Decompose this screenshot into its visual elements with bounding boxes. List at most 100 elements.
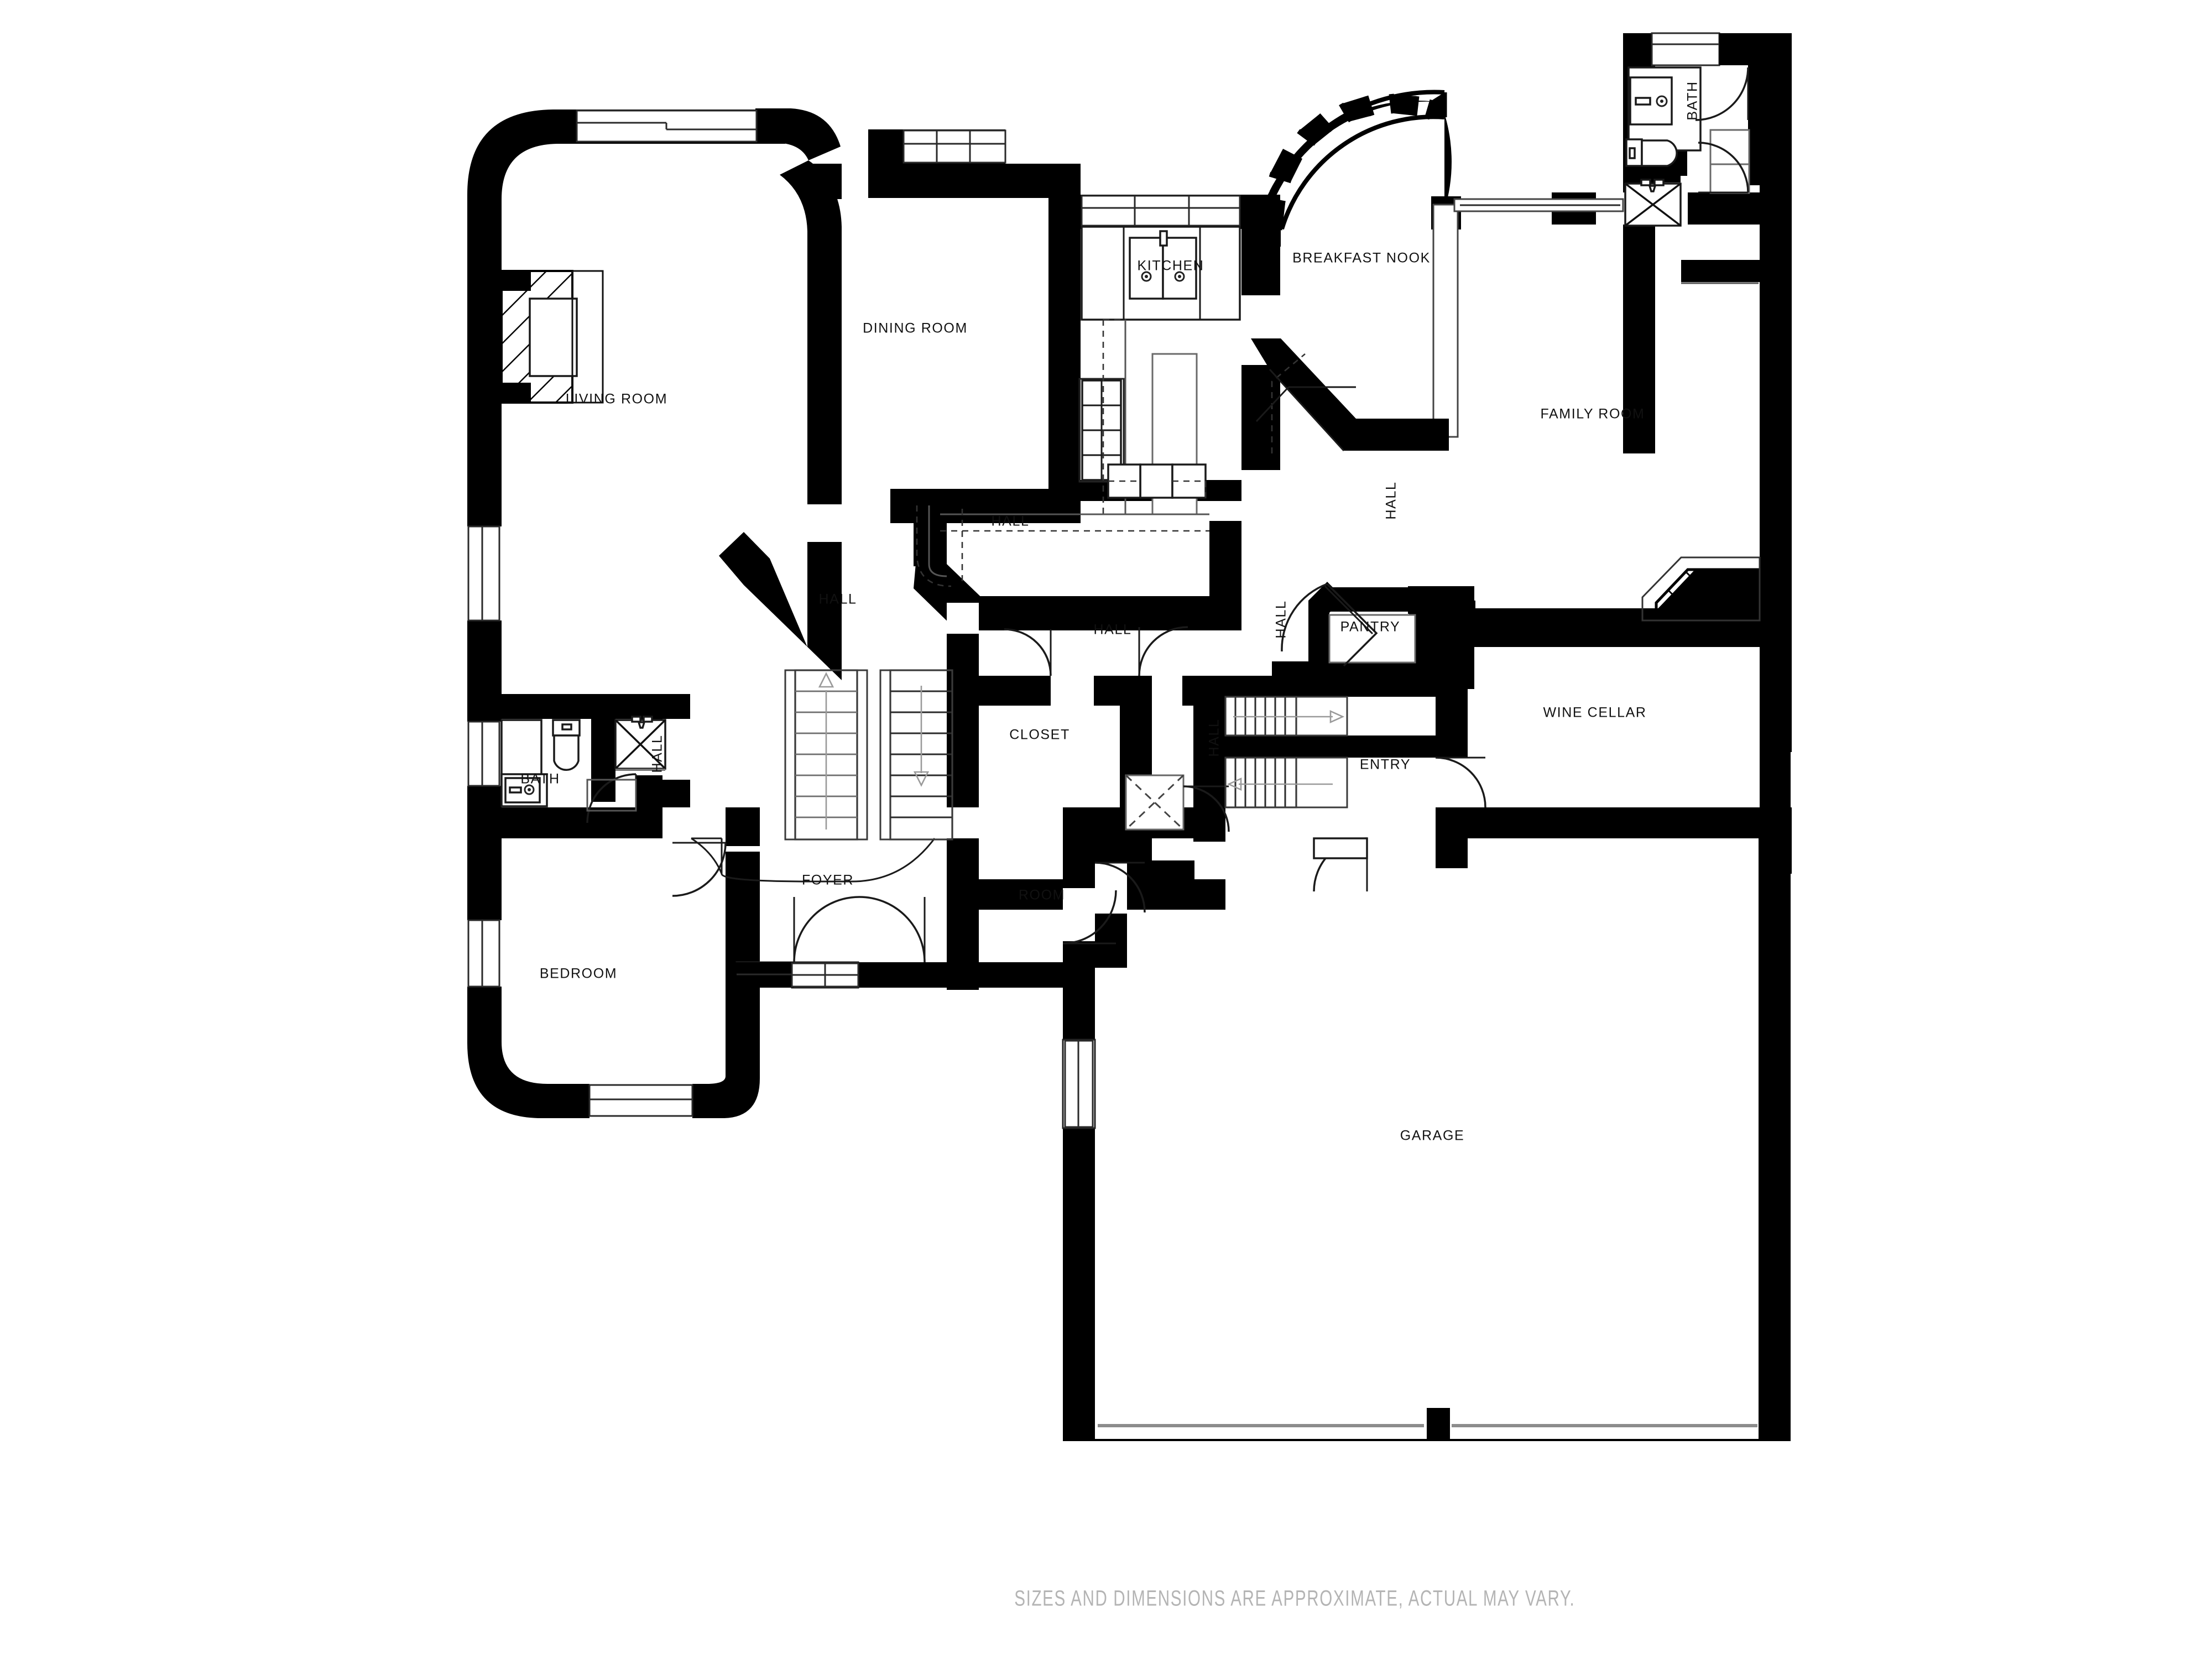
kitchen-cabinet-dining-side	[1078, 378, 1125, 483]
opening-spine-entry	[1225, 807, 1436, 838]
window-dining-bay	[902, 129, 971, 164]
bath-upper-vanity	[1627, 66, 1702, 152]
wall-pantry-west	[1308, 601, 1329, 667]
wall-nook-south-stub	[1416, 419, 1449, 451]
label-hall-kitchen: HALL	[992, 514, 1030, 529]
label-pantry: PANTRY	[1340, 619, 1401, 635]
entry-stair-down	[1224, 757, 1348, 808]
wall-dining-north-right	[1016, 164, 1054, 198]
wine-cellar-door	[1435, 757, 1486, 808]
wall-spine-bath-left	[467, 807, 658, 838]
opening-nook-family	[1432, 204, 1459, 438]
opening-hall-east	[1209, 501, 1241, 521]
label-hall-closet: HALL	[1094, 622, 1132, 638]
window-foyer-south-panes	[791, 962, 859, 988]
foyer-stair-up	[784, 669, 868, 841]
hall-dashed-curve	[916, 505, 952, 587]
window-living-west	[467, 525, 500, 622]
label-foyer: FOYER	[802, 873, 854, 888]
closet-door-left	[1004, 628, 1052, 676]
hall-closet-shower-door	[1183, 785, 1230, 832]
window-garage-west-panes	[1064, 1040, 1094, 1128]
label-kitchen: KITCHEN	[1138, 258, 1204, 274]
hall-thin-curve	[928, 505, 947, 577]
wall-living-room-north-left	[553, 109, 577, 144]
entry-stair-up	[1224, 696, 1348, 737]
wall-bath-upper-bottom-right	[1688, 192, 1760, 225]
wall-hall-kitchen-west	[914, 489, 947, 566]
wall-living-room-east-lower	[807, 542, 842, 647]
kitchen-upper-cabinets	[1107, 463, 1207, 499]
wall-hall-south-run	[957, 596, 1241, 630]
pantry-door	[1281, 583, 1378, 667]
label-hall-pantry: HALL	[1274, 601, 1289, 639]
garage-door-opening-right	[1449, 1408, 1759, 1439]
wall-room-closet-angle	[1106, 922, 1127, 968]
wall-bath-left-shower-divider	[591, 719, 615, 802]
wall-dining-bay-left-jamb	[868, 129, 904, 165]
label-room: ROOM	[1019, 888, 1065, 903]
bath-left-door	[586, 773, 637, 823]
wall-nook-sw-angled	[1251, 338, 1416, 451]
wall-bath-left-north	[467, 694, 690, 719]
closet-door-right	[1138, 626, 1188, 676]
wall-room-south	[947, 962, 1095, 988]
room-closet-door	[1094, 862, 1146, 913]
wall-entry-mid	[1225, 735, 1436, 758]
wall-living-room-north-right	[755, 108, 841, 160]
wall-living-west-stub	[467, 620, 502, 628]
entry-exterior-door	[1313, 837, 1368, 892]
wall-dining-east	[1048, 213, 1081, 523]
wall-bedroom-notch	[726, 846, 760, 852]
wall-foyer-south-jamb	[858, 962, 880, 988]
label-family-room: FAMILY ROOM	[1541, 406, 1645, 422]
wall-bedroom-east	[726, 838, 760, 1015]
window-dining-bay-right	[969, 129, 1006, 164]
wall-bedroom-sw-curve	[467, 1042, 586, 1118]
label-wine-cellar: WINE CELLAR	[1543, 705, 1646, 721]
label-bedroom: BEDROOM	[540, 966, 617, 982]
wall-spine-far-right	[1436, 807, 1791, 838]
window-bath-left-west-panes	[467, 721, 500, 787]
wall-garage-east	[1759, 838, 1791, 1409]
label-hall-family: HALL	[1384, 482, 1399, 520]
foyer-entry-doors	[793, 896, 926, 963]
label-breakfast-nook: BREAKFAST NOOK	[1292, 251, 1431, 266]
wall-house-east-mid	[1760, 807, 1792, 874]
label-bath-left: BATH	[520, 771, 560, 787]
foyer-stair-down	[879, 669, 953, 841]
wall-garage-door-mullion	[1427, 1408, 1450, 1441]
window-bedroom-south-panes	[588, 1084, 693, 1117]
label-closet: CLOSET	[1009, 727, 1070, 743]
pantry-shelving	[1328, 614, 1416, 664]
opening-hall-left	[662, 719, 690, 780]
fixture-layer	[500, 66, 1761, 963]
wall-family-room-ne-stub	[1681, 260, 1760, 282]
bedroom-door	[672, 842, 727, 897]
nook-angle-inner	[1269, 368, 1345, 452]
opening-closet-door-left	[1051, 676, 1094, 706]
wall-dining-room-north	[807, 164, 842, 199]
window-bath-upper-north	[1651, 32, 1720, 66]
window-bedroom-west-panes	[467, 919, 500, 988]
label-living-room: LIVING ROOM	[566, 392, 667, 407]
label-garage: GARAGE	[1400, 1128, 1465, 1144]
window-layer	[467, 109, 1757, 1427]
opening-spine-foyer	[658, 807, 724, 838]
wall-nook-arch-base-left	[1254, 212, 1281, 247]
wall-bedroom-ne	[726, 807, 760, 841]
opening-spine-foyer-wide	[724, 807, 1063, 838]
bath-left-toilet	[552, 719, 581, 771]
label-bath-upper: BATH	[1685, 81, 1700, 120]
room-door	[1062, 890, 1117, 945]
wall-kitchen-dining-jog	[1048, 195, 1082, 229]
window-living-north	[576, 109, 758, 143]
room-label-layer: LIVING ROOM DINING ROOM KITCHEN BREAKFAS…	[520, 81, 1700, 1143]
window-kitchen-north	[1081, 195, 1241, 227]
opening-hall-divider	[947, 603, 979, 634]
bath-upper-door-south	[1698, 142, 1749, 194]
label-entry: ENTRY	[1360, 757, 1411, 773]
label-hall-center: HALL	[819, 592, 857, 607]
wall-living-room-shell	[467, 109, 785, 694]
